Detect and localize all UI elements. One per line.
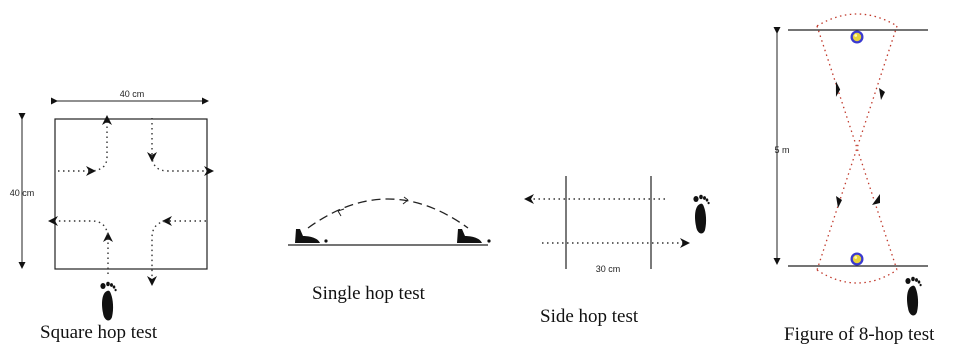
square-hop-caption: Square hop test bbox=[40, 322, 158, 343]
side-hop-caption: Side hop test bbox=[540, 306, 639, 327]
end-foot-icon bbox=[457, 229, 491, 243]
side-hop-test: 30 cm bbox=[524, 176, 710, 274]
figure8-arrowhead-icon-2 bbox=[879, 88, 885, 100]
figure8-hop-test: 5 m bbox=[773, 13, 928, 316]
figure8-hop-caption: Figure of 8-hop test bbox=[784, 324, 935, 345]
figure8-top-cone-marker-icon bbox=[850, 30, 864, 44]
square-dotted-paths bbox=[48, 115, 214, 286]
figure8-footprint-icon bbox=[905, 276, 922, 316]
figure8-arrowhead-icon-1 bbox=[835, 81, 841, 97]
single-hop-test bbox=[288, 196, 491, 246]
square-width-label: 40 cm bbox=[120, 89, 145, 99]
figure8-arrowhead-icon-3 bbox=[836, 196, 842, 208]
square-height-label: 40 cm bbox=[10, 188, 35, 198]
single-hop-arc bbox=[307, 198, 469, 229]
single-hop-caption: Single hop test bbox=[312, 283, 425, 304]
figure8-bottom-cone-marker-icon bbox=[850, 252, 864, 266]
square-footprint-icon bbox=[100, 281, 117, 321]
square-outline bbox=[54, 118, 208, 270]
square-hop-test: 40 cm 40 cm bbox=[10, 89, 214, 321]
figure8-dotted-path bbox=[816, 13, 898, 284]
side-gap-label: 30 cm bbox=[596, 264, 621, 274]
figure8-arrowhead-icon-4 bbox=[872, 194, 880, 205]
start-foot-icon bbox=[295, 229, 328, 243]
single-arc-arrowhead-1 bbox=[337, 208, 345, 217]
figure8-length-label: 5 m bbox=[774, 145, 789, 155]
side-footprint-icon bbox=[693, 194, 710, 234]
single-arc-arrowhead-2 bbox=[402, 196, 409, 205]
side-dotted-paths bbox=[524, 194, 690, 248]
